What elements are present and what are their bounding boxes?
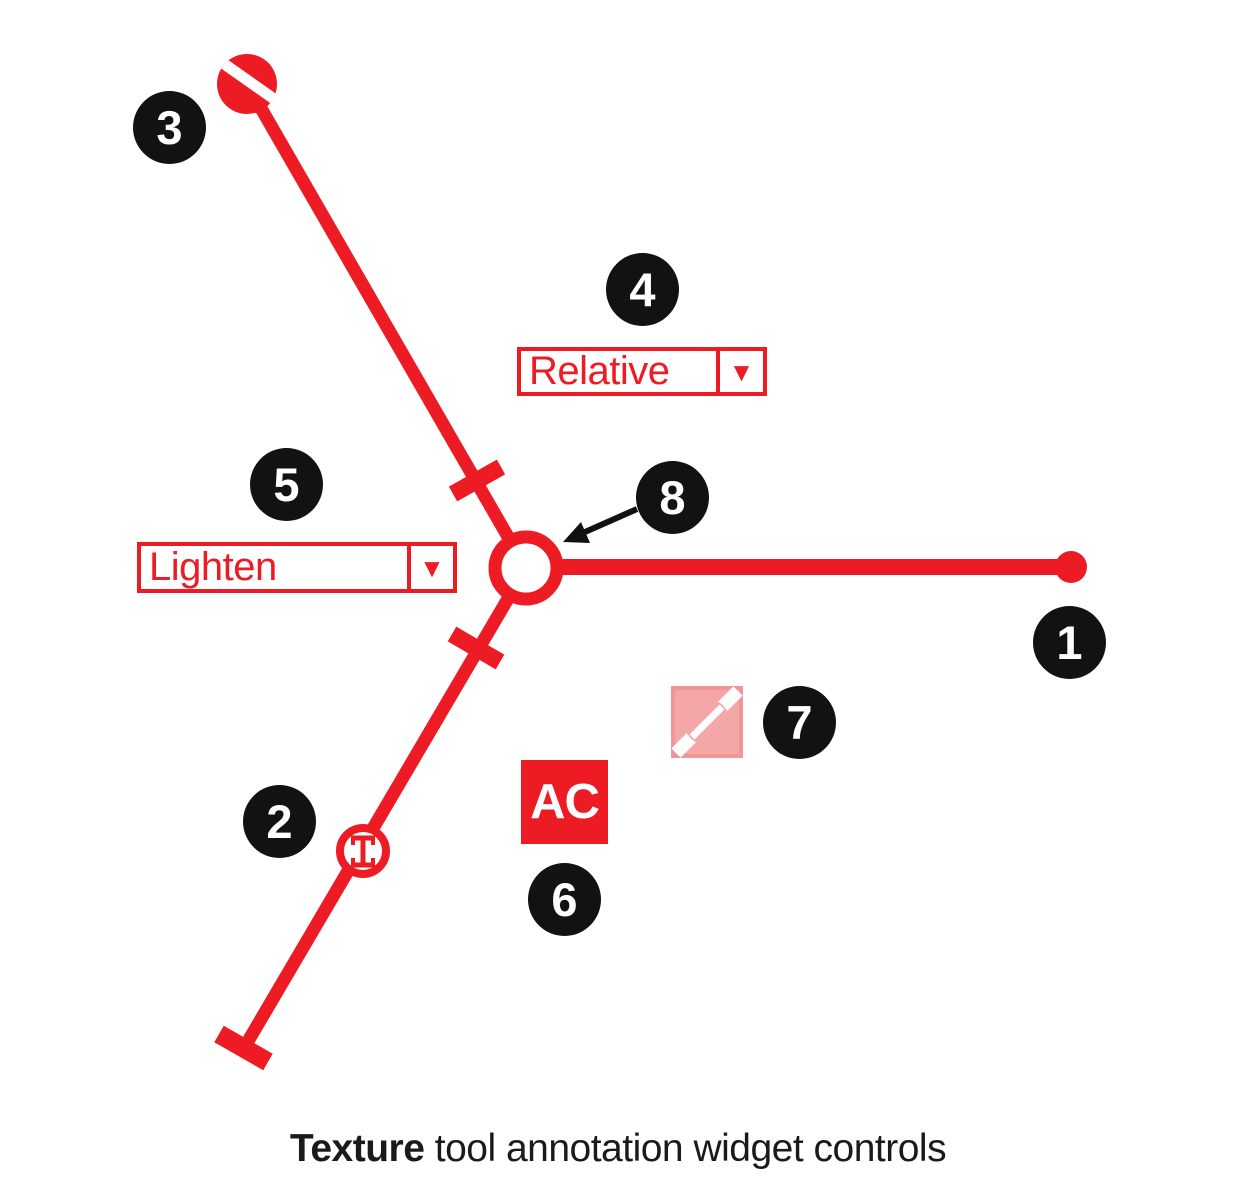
figure-caption-rest: tool annotation widget controls <box>424 1127 947 1170</box>
tick-stop-lower[interactable] <box>447 626 505 670</box>
figure-caption-bold: Texture <box>289 1127 425 1170</box>
callout-badge-5: 5 <box>250 448 323 521</box>
end-cap-handle[interactable] <box>214 1025 273 1071</box>
chevron-down-icon: ▼ <box>419 552 445 583</box>
callout-badge-6-label: 6 <box>551 873 578 926</box>
blend-mode-dropdown[interactable]: Lighten ▼ <box>137 542 457 593</box>
callout-badge-3-label: 3 <box>156 101 183 154</box>
blend-mode-dropdown-value: Lighten <box>149 546 277 589</box>
callout-badge-8: 8 <box>636 461 709 534</box>
end-dot-handle[interactable] <box>1055 551 1087 583</box>
callout-badge-8-label: 8 <box>659 471 686 524</box>
positioning-dropdown[interactable]: Relative ▼ <box>517 347 767 396</box>
auto-create-button-label: AC <box>530 775 600 829</box>
callout-badge-3: 3 <box>133 91 206 164</box>
blend-mode-dropdown-arrow-button[interactable]: ▼ <box>407 546 453 589</box>
callout-badge-1-label: 1 <box>1056 616 1083 669</box>
callout-badge-7: 7 <box>763 686 836 759</box>
auto-create-button[interactable]: AC <box>521 760 608 844</box>
callout-badge-2-label: 2 <box>266 795 293 848</box>
callout-badge-4: 4 <box>606 253 679 326</box>
callout-badge-2: 2 <box>243 785 316 858</box>
positioning-dropdown-arrow-button[interactable]: ▼ <box>716 351 763 392</box>
callout-badge-7-label: 7 <box>786 696 813 749</box>
callout-badge-5-label: 5 <box>273 458 300 511</box>
width-handle-icon[interactable] <box>336 824 390 878</box>
figure-caption: Texture tool annotation widget controls <box>0 1126 1236 1173</box>
callout-badge-6: 6 <box>528 863 601 936</box>
positioning-dropdown-value: Relative <box>529 351 670 392</box>
center-ring-handle[interactable] <box>488 530 564 606</box>
disabled-swatch-icon[interactable] <box>671 686 743 758</box>
rotation-handle-icon[interactable] <box>217 54 277 114</box>
callout-badge-1: 1 <box>1033 606 1106 679</box>
tick-stop-upper[interactable] <box>448 459 506 502</box>
callout-arrow-icon <box>563 506 639 543</box>
chevron-down-icon: ▼ <box>728 356 755 387</box>
callout-badge-4-label: 4 <box>629 263 656 316</box>
